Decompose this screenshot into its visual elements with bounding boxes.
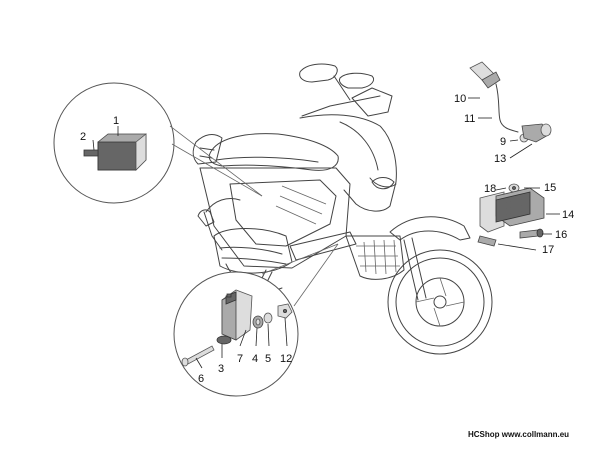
callout-4: 4 xyxy=(252,353,258,365)
scooter-illustration xyxy=(192,63,493,355)
callout-1: 1 xyxy=(113,115,119,127)
footer-credit: HCShop www.collmann.eu xyxy=(468,430,569,439)
callout-15: 15 xyxy=(544,182,556,194)
callout-17: 17 xyxy=(542,244,554,256)
callout-5: 5 xyxy=(265,353,271,365)
callout-18: 18 xyxy=(484,183,496,195)
callout-2: 2 xyxy=(80,131,86,143)
callout-3: 3 xyxy=(218,363,224,375)
callout-12: 12 xyxy=(280,353,292,365)
callout-labels: 1 2 3 4 5 6 7 9 10 11 12 13 14 15 16 17 … xyxy=(80,93,574,385)
detail-callout-cdi xyxy=(173,243,339,397)
callout-16: 16 xyxy=(555,229,567,241)
ignition-coil-assembly xyxy=(477,183,560,251)
callout-9: 9 xyxy=(500,136,506,148)
detail-callout-regulator xyxy=(53,82,263,204)
ignition-cable-assembly xyxy=(468,61,552,159)
callout-13: 13 xyxy=(494,153,506,165)
footer-url[interactable]: www.collmann.eu xyxy=(501,430,570,439)
footer-brand: HCShop xyxy=(468,430,500,439)
callout-14: 14 xyxy=(562,209,574,221)
callout-7: 7 xyxy=(237,353,243,365)
callout-10: 10 xyxy=(454,93,466,105)
callout-6: 6 xyxy=(198,373,204,385)
callout-11: 11 xyxy=(464,113,475,125)
